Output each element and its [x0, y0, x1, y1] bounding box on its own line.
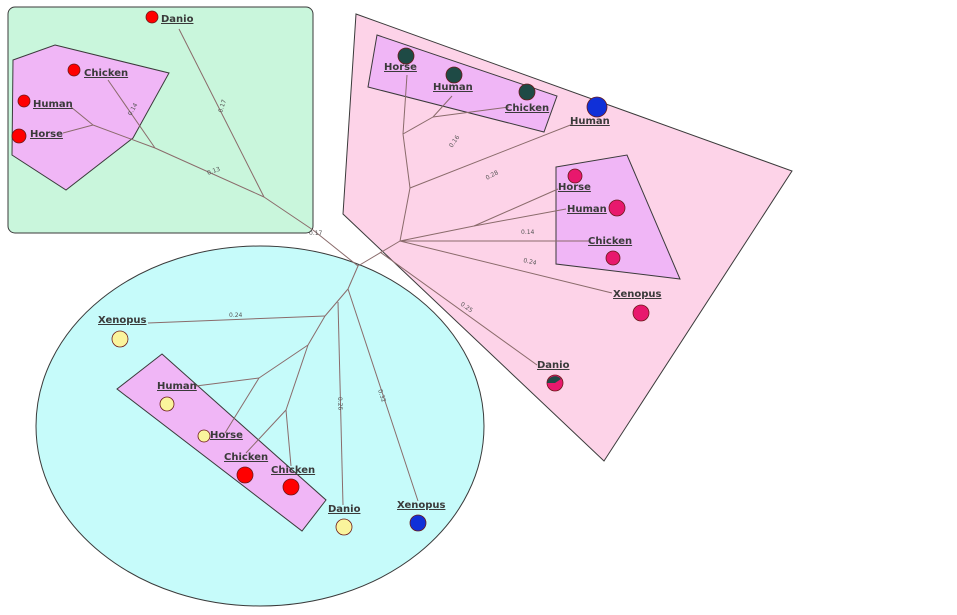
leaf-label-human: Human	[33, 99, 73, 110]
marker-dot-blue	[586, 96, 608, 118]
leaf-label-danio: Danio	[537, 360, 570, 371]
leaf-label-chicken: Chicken	[505, 103, 549, 114]
leaf-label-horse: Horse	[210, 430, 243, 441]
branch-label: 0.17	[217, 99, 228, 114]
marker-dot-yellow	[159, 396, 175, 412]
green-inner-group	[11, 44, 170, 191]
leaf-label-xenopus: Xenopus	[397, 500, 445, 511]
leaf-label-chicken: Chicken	[224, 452, 268, 463]
marker-dot-red	[11, 128, 27, 144]
leaf-label-human: Human	[570, 116, 610, 127]
marker-dot-split	[546, 374, 564, 392]
leaf-label-human: Human	[567, 204, 607, 215]
leaf-label-horse: Horse	[30, 129, 63, 140]
leaf-label-chicken: Chicken	[84, 68, 128, 79]
branch-label: 0.24	[523, 257, 538, 267]
leaf-label-xenopus: Xenopus	[98, 315, 146, 326]
marker-dot-red	[236, 466, 254, 484]
marker-dot-dark-teal	[397, 47, 415, 65]
pink-mid-group	[555, 154, 681, 280]
leaf-label-horse: Horse	[558, 182, 591, 193]
marker-dot-red	[282, 478, 300, 496]
branch-label: 0.32	[376, 388, 387, 403]
leaf-label-xenopus: Xenopus	[613, 289, 661, 300]
cyan-region	[35, 245, 485, 607]
branch-label: 0.24	[229, 312, 243, 319]
marker-dot-dark-teal	[518, 83, 536, 101]
marker-dot-magenta	[632, 304, 650, 322]
leaf-label-horse: Horse	[384, 62, 417, 73]
marker-dot-magenta	[608, 199, 626, 217]
tree-edges	[62, 28, 613, 506]
leaf-label-human: Human	[157, 381, 197, 392]
branch-label: 0.14	[521, 229, 535, 236]
marker-dot-yellow	[197, 429, 211, 443]
leaf-label-danio: Danio	[161, 14, 194, 25]
marker-dot-magenta	[567, 168, 583, 184]
pink-top-group	[367, 34, 558, 133]
marker-dot-yellow	[335, 518, 353, 536]
marker-dot-red	[145, 10, 159, 24]
marker-dot-dark-teal	[445, 66, 463, 84]
leaf-label-chicken: Chicken	[588, 236, 632, 247]
marker-dot-blue	[409, 514, 427, 532]
branch-label: 0.26	[336, 397, 343, 411]
marker-dot-magenta	[605, 250, 621, 266]
leaf-label-danio: Danio	[328, 504, 361, 515]
leaf-label-human: Human	[433, 82, 473, 93]
marker-dot-red	[67, 63, 81, 77]
leaf-label-chicken: Chicken	[271, 465, 315, 476]
branch-label: 0.17	[309, 230, 323, 237]
marker-dot-yellow	[111, 330, 129, 348]
marker-dot-red	[17, 94, 31, 108]
branch-label: 0.13	[206, 166, 221, 177]
